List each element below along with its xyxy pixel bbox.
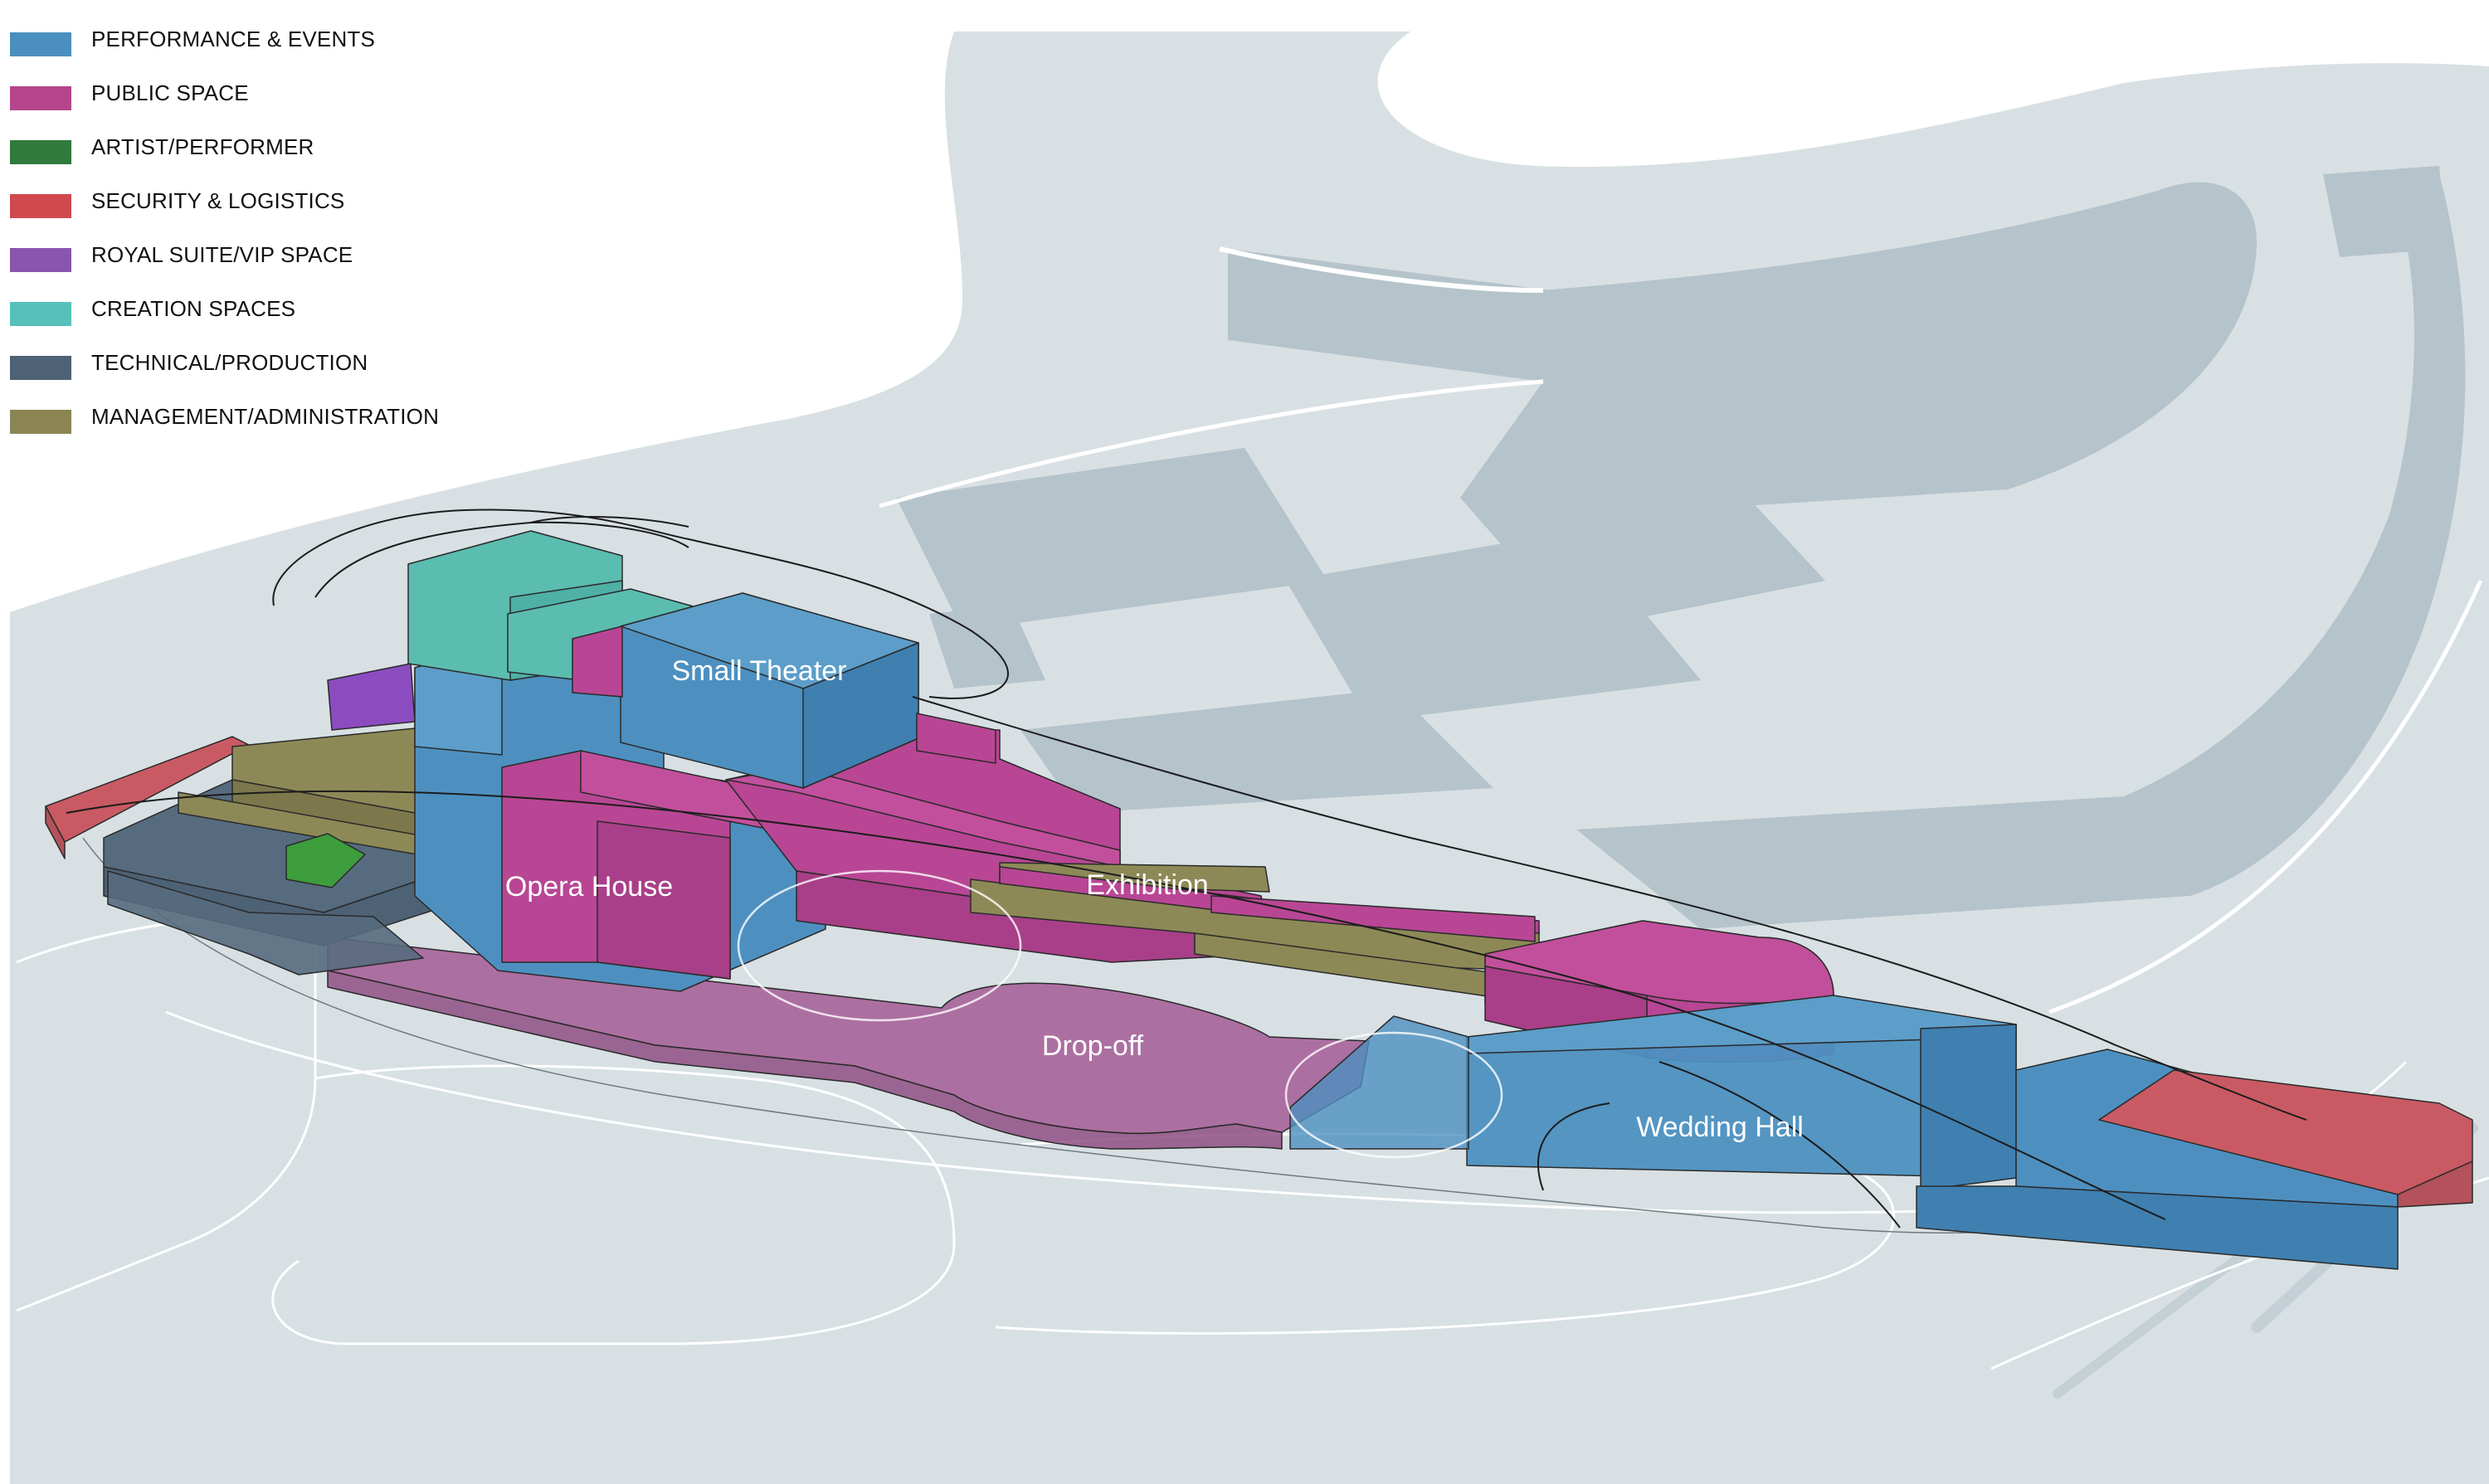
legend-label: CREATION SPACES	[91, 296, 296, 321]
road-strip	[2048, 579, 2483, 1014]
legend-item-technical-production: TECHNICAL/PRODUCTION	[10, 348, 607, 402]
drop-off-ring	[737, 869, 1503, 1159]
program-legend: PERFORMANCE & EVENTS PUBLIC SPACE ARTIST…	[10, 25, 607, 456]
legend-item-creation-spaces: CREATION SPACES	[10, 294, 607, 348]
legend-label: ROYAL SUITE/VIP SPACE	[91, 242, 353, 267]
legend-item-royal-suite-vip: ROYAL SUITE/VIP SPACE	[10, 241, 607, 294]
dropoff-plaza-edge	[327, 970, 1283, 1150]
label-small-theater: Small Theater	[671, 655, 846, 687]
label-wedding-hall: Wedding Hall	[1636, 1112, 1804, 1143]
legend-swatch	[10, 248, 71, 272]
road-strip	[879, 379, 1544, 508]
legend-swatch	[10, 86, 71, 110]
legend-swatch	[10, 410, 71, 434]
legend-item-artist-performer: ARTIST/PERFORMER	[10, 133, 607, 187]
label-drop-off: Drop-off	[1042, 1030, 1144, 1062]
legend-swatch	[10, 356, 71, 380]
legend-swatch	[10, 140, 71, 164]
road-strip	[1219, 246, 1544, 293]
label-opera-house: Opera House	[505, 871, 673, 903]
legend-item-performance-events: PERFORMANCE & EVENTS	[10, 25, 607, 79]
legend-label: SECURITY & LOGISTICS	[91, 188, 345, 213]
road-strip	[2053, 1239, 2262, 1399]
legend-label: PERFORMANCE & EVENTS	[91, 27, 376, 51]
legend-swatch	[10, 32, 71, 56]
legend-label: ARTIST/PERFORMER	[91, 134, 314, 159]
legend-label: TECHNICAL/PRODUCTION	[91, 350, 368, 375]
artist-performer-a	[285, 833, 366, 888]
canopy-outlines	[66, 508, 2307, 1229]
legend-label: PUBLIC SPACE	[91, 80, 249, 105]
existing-buildings	[896, 166, 2466, 929]
water-inlet	[1377, 32, 2489, 168]
legend-item-management-administration: MANAGEMENT/ADMINISTRATION	[10, 402, 607, 456]
legend-label: MANAGEMENT/ADMINISTRATION	[91, 404, 440, 429]
legend-item-security-logistics: SECURITY & LOGISTICS	[10, 187, 607, 241]
legend-swatch	[10, 194, 71, 218]
legend-swatch	[10, 302, 71, 326]
label-exhibition: Exhibition	[1086, 869, 1208, 901]
program-massing	[45, 530, 2473, 1270]
legend-item-public-space: PUBLIC SPACE	[10, 79, 607, 133]
